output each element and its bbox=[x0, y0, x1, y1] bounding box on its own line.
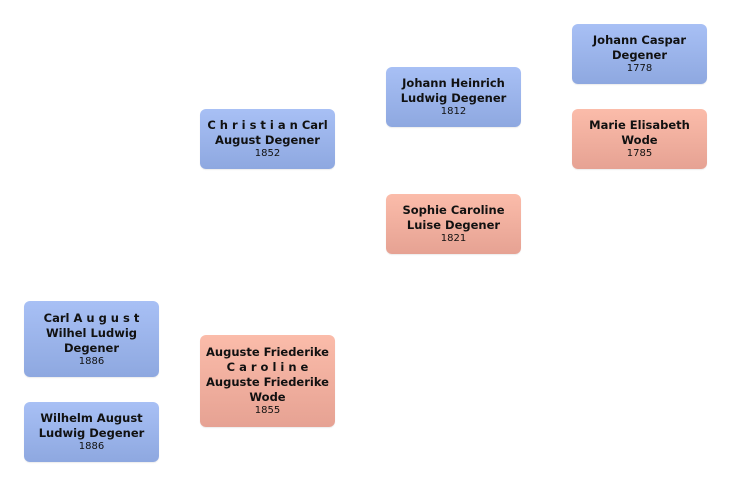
person-birth-year: 1812 bbox=[440, 106, 467, 117]
person-birth-year: 1855 bbox=[254, 405, 281, 416]
person-birth-year: 1821 bbox=[440, 233, 467, 244]
person-birth-year: 1852 bbox=[254, 148, 281, 159]
person-birth-year: 1778 bbox=[626, 63, 653, 74]
person-birth-year: 1886 bbox=[78, 355, 105, 367]
person-birth-year: 1785 bbox=[626, 148, 653, 159]
person-birth-year: 1886 bbox=[78, 441, 105, 452]
